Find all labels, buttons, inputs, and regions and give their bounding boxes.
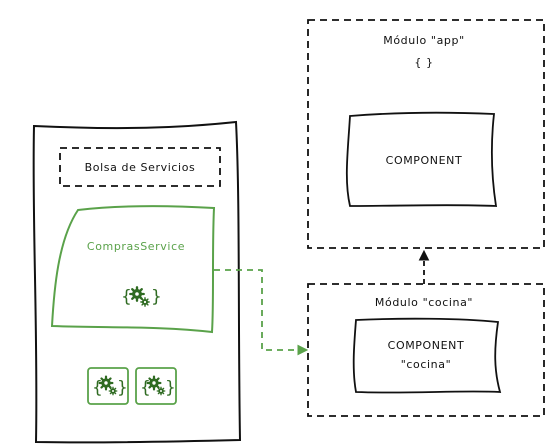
service-stack-icon-1: { } xyxy=(87,367,129,405)
module-cocina-title: Módulo "cocina" xyxy=(375,296,473,309)
app-component-label: COMPONENT xyxy=(386,154,463,167)
module-app-box xyxy=(307,19,545,249)
svg-text:}: } xyxy=(165,378,176,398)
cocina-component-card xyxy=(352,317,502,394)
svg-text:{: { xyxy=(140,378,151,398)
bolsa-title: Bolsa de Servicios xyxy=(85,161,196,174)
cocina-component-label-line1: COMPONENT xyxy=(388,339,465,352)
gears-braces-icon: { } xyxy=(121,286,162,307)
bolsa-container xyxy=(32,120,242,444)
cocina-component-label-line2: "cocina" xyxy=(401,358,452,371)
svg-text:}: } xyxy=(117,378,128,398)
svg-text:}: } xyxy=(151,287,162,307)
svg-text:{: { xyxy=(92,378,103,398)
service-stack-icon-2: { } xyxy=(135,367,177,405)
compras-service-label: ComprasService xyxy=(87,240,185,253)
app-component-card xyxy=(345,111,498,207)
service-to-cocina-arrow xyxy=(214,269,309,356)
braces-icon: { } xyxy=(414,56,433,69)
bolsa-title-box xyxy=(59,147,221,187)
compras-service-card xyxy=(50,205,216,334)
svg-text:{: { xyxy=(121,287,132,307)
module-cocina-box xyxy=(307,283,545,417)
module-app-title: Módulo "app" xyxy=(383,34,464,47)
